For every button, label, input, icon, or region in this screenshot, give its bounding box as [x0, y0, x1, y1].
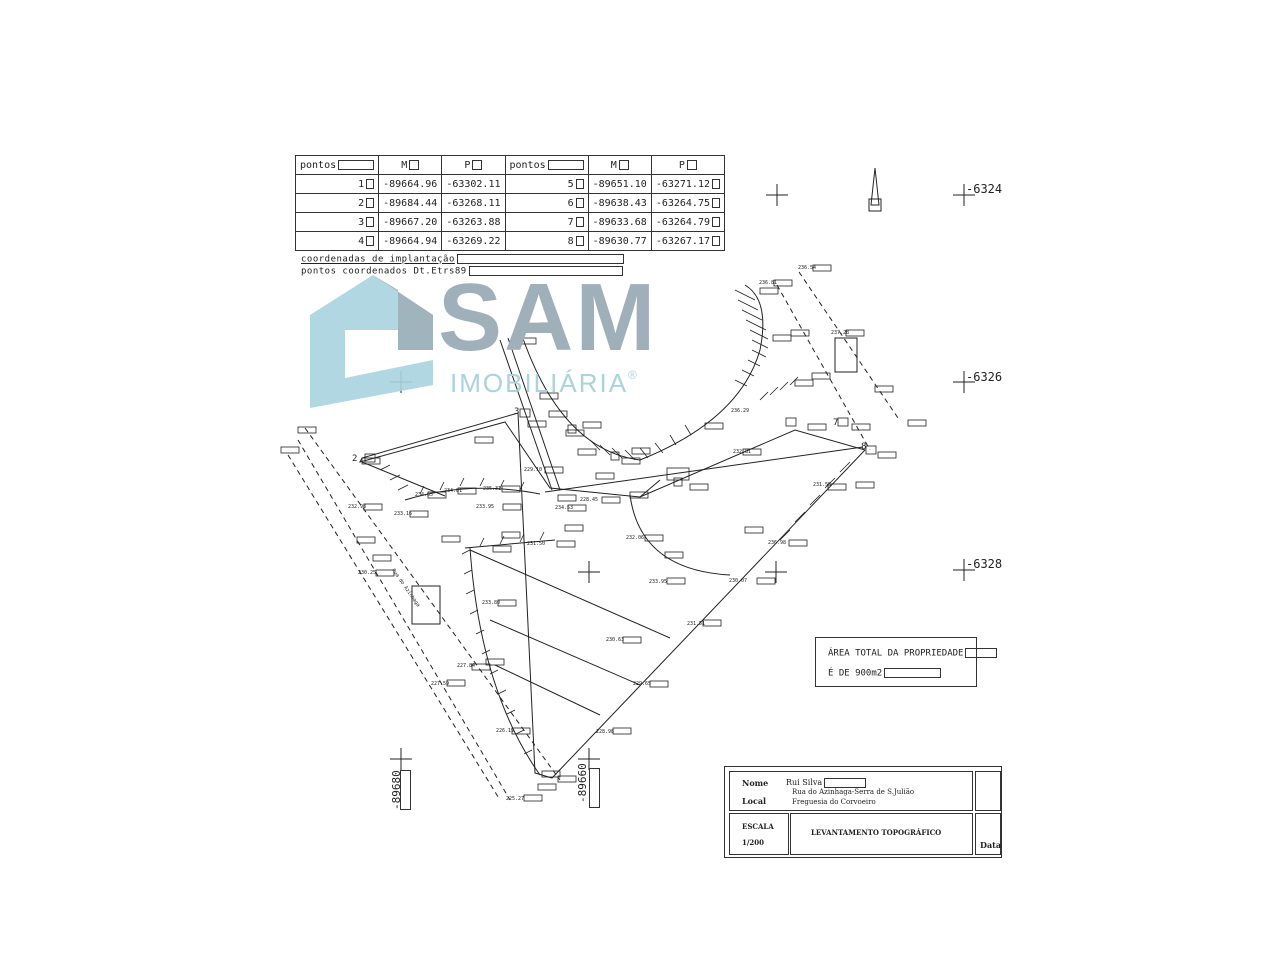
title-block-side	[975, 771, 1001, 811]
local-line-1: Rua do Azinhaga-Serra de S.Julião	[792, 788, 915, 796]
logo-registered-mark: ®	[628, 368, 637, 382]
elevation-label: 231.55	[813, 482, 832, 488]
grid-cross	[953, 184, 975, 206]
elevation-label: 236.29	[731, 408, 750, 414]
point-3-label: 3	[514, 407, 520, 417]
coord-p: -63267.17	[650, 231, 726, 251]
area-box: ÁREA TOTAL DA PROPRIEDADE É DE 900m2	[815, 637, 998, 687]
escala-label: ESCALA	[742, 822, 774, 831]
points-note: pontos coordenados Dt.Etrs89	[301, 266, 623, 277]
building	[834, 337, 858, 373]
elevation-label: 227.84	[457, 663, 476, 669]
elevation-label: 231.51	[687, 621, 706, 627]
point-7-label: 7	[833, 418, 839, 428]
elevation-label: 234.65	[415, 492, 434, 498]
local-line-2: Freguesia do Corvoeiro	[792, 798, 876, 806]
logo-subtitle: IMOBILIÁRIA	[450, 368, 629, 398]
property-boundary	[359, 412, 866, 779]
elevation-label: 236.54	[798, 265, 817, 271]
elevation-label: 232.06	[626, 535, 645, 541]
grid-coord-box	[589, 768, 600, 808]
elevation-label: 235.31	[483, 486, 502, 492]
house-icon	[310, 275, 433, 408]
grid-coord-p1: -6324	[966, 182, 1003, 196]
coord-m: -89630.77	[587, 231, 652, 251]
grid-cross	[390, 748, 412, 770]
grid-coord-p3: -6328	[966, 557, 1003, 571]
elevation-label: 233.95	[476, 504, 495, 510]
survey-title-cell: LEVANTAMENTO TOPOGRÁFICO	[790, 813, 973, 855]
survey-title: LEVANTAMENTO TOPOGRÁFICO	[811, 828, 942, 837]
elevation-label: 230.63	[606, 637, 625, 643]
slope-hatching	[379, 289, 851, 755]
elevation-label: 229.65	[633, 681, 652, 687]
area-title: ÁREA TOTAL DA PROPRIEDADE	[828, 648, 998, 659]
point-8-label: 8	[861, 442, 867, 452]
table-header-row: pontos M P pontos M P	[294, 155, 726, 175]
grid-coord-p2: -6326	[966, 370, 1003, 384]
elevation-label: 229.10	[524, 467, 543, 473]
area-value: É DE 900m2	[828, 668, 942, 679]
elevation-label: 236.98	[768, 540, 787, 546]
point-2-label: 2	[352, 454, 358, 464]
grid-cross	[578, 561, 600, 583]
logo-wordmark: SAM	[438, 264, 658, 371]
elevation-label: 231.50	[527, 541, 546, 547]
elevation-label: 233.16	[394, 511, 413, 517]
grid-coord-box	[400, 770, 411, 810]
elevation-label-boxes	[280, 264, 927, 802]
table-row: 3 -89667.20 -63263.88 7 -89633.68 -63264…	[294, 212, 726, 232]
north-arrow	[868, 167, 882, 212]
elevation-label: 228.45	[580, 497, 599, 503]
elevation-label: 225.27	[506, 796, 525, 802]
elevation-label: 233.95	[649, 579, 668, 585]
elevation-label: 228.98	[596, 729, 615, 735]
table-row: 2 -89684.44 -63268.11 6 -89638.43 -63264…	[294, 193, 726, 213]
nome-value: Rui Silva	[786, 778, 867, 788]
title-block: Nome Rui Silva Local Rua do Azinhaga-Ser…	[724, 766, 1002, 858]
local-label: Local	[742, 796, 767, 806]
nome-label: Nome	[742, 778, 769, 788]
elevation-label: 226.19	[496, 728, 515, 734]
grid-cross	[953, 559, 975, 581]
coord-p: -63269.22	[441, 231, 506, 251]
elevation-label: 234.81	[444, 488, 463, 494]
elevation-label: 232.98	[348, 504, 367, 510]
grid-coord-m2: -89660	[576, 763, 589, 803]
elevation-label: 227.59	[431, 681, 450, 687]
elevation-label: 230.07	[729, 578, 748, 584]
grid-cross	[578, 748, 600, 770]
sam-imobiliaria-logo: SAM IMOBILIÁRIA ®	[308, 270, 678, 410]
elevation-label: 236.81	[759, 280, 778, 286]
data-label: Data	[980, 840, 1001, 850]
coord-p: -63268.11	[441, 193, 506, 213]
building	[411, 585, 441, 625]
coordinate-table: pontos M P pontos M P 1 -89664.96 -63302…	[294, 155, 726, 251]
escala-cell: ESCALA 1/200	[729, 813, 789, 855]
elevation-label: 233.80	[482, 600, 501, 606]
implantation-note: coordenadas de implantação	[301, 254, 624, 265]
table-row: 1 -89664.96 -63302.11 5 -89651.10 -63271…	[294, 174, 726, 194]
coord-m: -89664.94	[378, 231, 443, 251]
grid-cross	[765, 561, 787, 583]
elevation-label: 237.28	[831, 330, 850, 336]
grid-cross	[953, 371, 975, 393]
elevation-label: 234.53	[555, 505, 574, 511]
escala-value: 1/200	[742, 838, 765, 847]
data-cell: Data	[975, 813, 1001, 855]
grid-cross	[766, 184, 788, 206]
table-row: 4 -89664.94 -63269.22 8 -89630.77 -63267…	[294, 231, 726, 251]
elevation-label: 232.81	[733, 449, 752, 455]
title-block-info: Nome Rui Silva Local Rua do Azinhaga-Ser…	[729, 771, 973, 811]
elevation-label: 230.25	[358, 570, 377, 576]
